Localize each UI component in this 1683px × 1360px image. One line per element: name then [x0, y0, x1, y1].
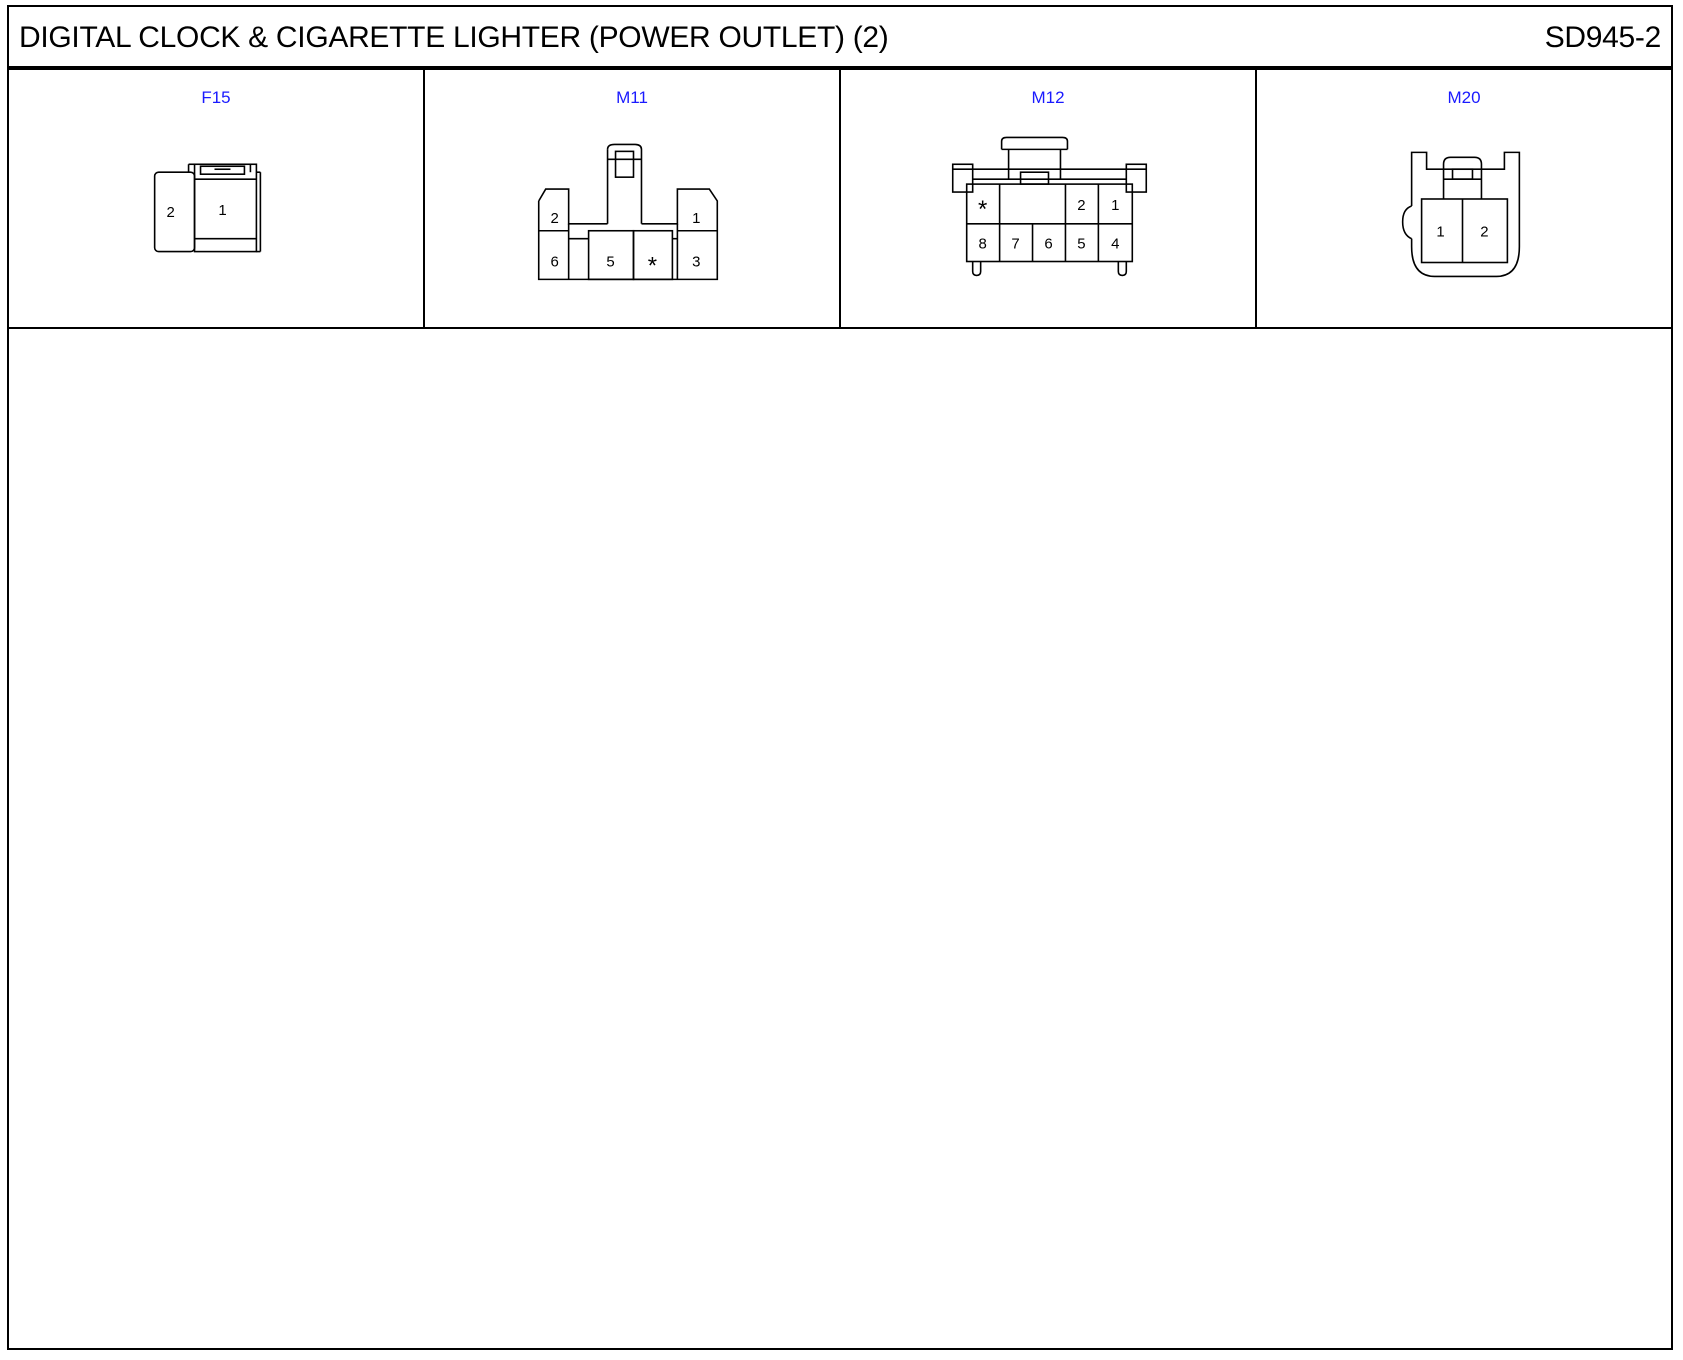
pin-label: 2 — [1077, 197, 1085, 214]
pin-label: 1 — [218, 202, 226, 219]
connector-m11-drawing: 2 1 6 5 * 3 — [537, 143, 719, 281]
page-title: DIGITAL CLOCK & CIGARETTE LIGHTER (POWER… — [19, 21, 889, 54]
pin-label: * — [978, 196, 987, 223]
connector-f15-drawing: 2 1 — [153, 163, 262, 253]
connector-label-m11: M11 — [616, 88, 648, 107]
pin-label: * — [648, 252, 657, 279]
pin-label: 2 — [551, 210, 559, 227]
connector-cell-m20: M20 1 2 — [1257, 70, 1671, 327]
pin-label: 5 — [1077, 236, 1085, 253]
pin-label: 6 — [551, 254, 559, 271]
pin-label: 4 — [1111, 236, 1119, 253]
connector-label-m12: M12 — [1031, 88, 1065, 107]
connector-m12-drawing: * 2 1 8 7 6 5 4 — [951, 136, 1148, 277]
diagram-body — [9, 329, 1671, 1348]
connector-cell-f15: F15 2 1 — [9, 70, 425, 327]
pin-label: 7 — [1011, 236, 1019, 253]
pin-label: 5 — [606, 254, 614, 271]
connector-cell-m12: M12 — [841, 70, 1257, 327]
connector-row: F15 2 1 — [9, 70, 1671, 329]
diagram-frame: DIGITAL CLOCK & CIGARETTE LIGHTER (POWER… — [7, 5, 1673, 1350]
pin-label: 8 — [978, 236, 986, 253]
connector-m20-drawing: 1 2 — [1401, 151, 1521, 278]
header-bar: DIGITAL CLOCK & CIGARETTE LIGHTER (POWER… — [9, 7, 1671, 70]
pin-label: 1 — [1436, 224, 1444, 241]
pin-label: 6 — [1044, 236, 1052, 253]
pin-label: 1 — [692, 210, 700, 227]
connector-cell-m11: M11 — [425, 70, 841, 327]
page-code: SD945-2 — [1544, 21, 1662, 54]
pin-label: 1 — [1111, 197, 1119, 214]
pin-label: 2 — [166, 204, 174, 221]
connector-label-f15: F15 — [201, 88, 231, 107]
connector-label-m20: M20 — [1447, 88, 1481, 107]
pin-label: 3 — [692, 254, 700, 271]
pin-label: 2 — [1480, 224, 1488, 241]
